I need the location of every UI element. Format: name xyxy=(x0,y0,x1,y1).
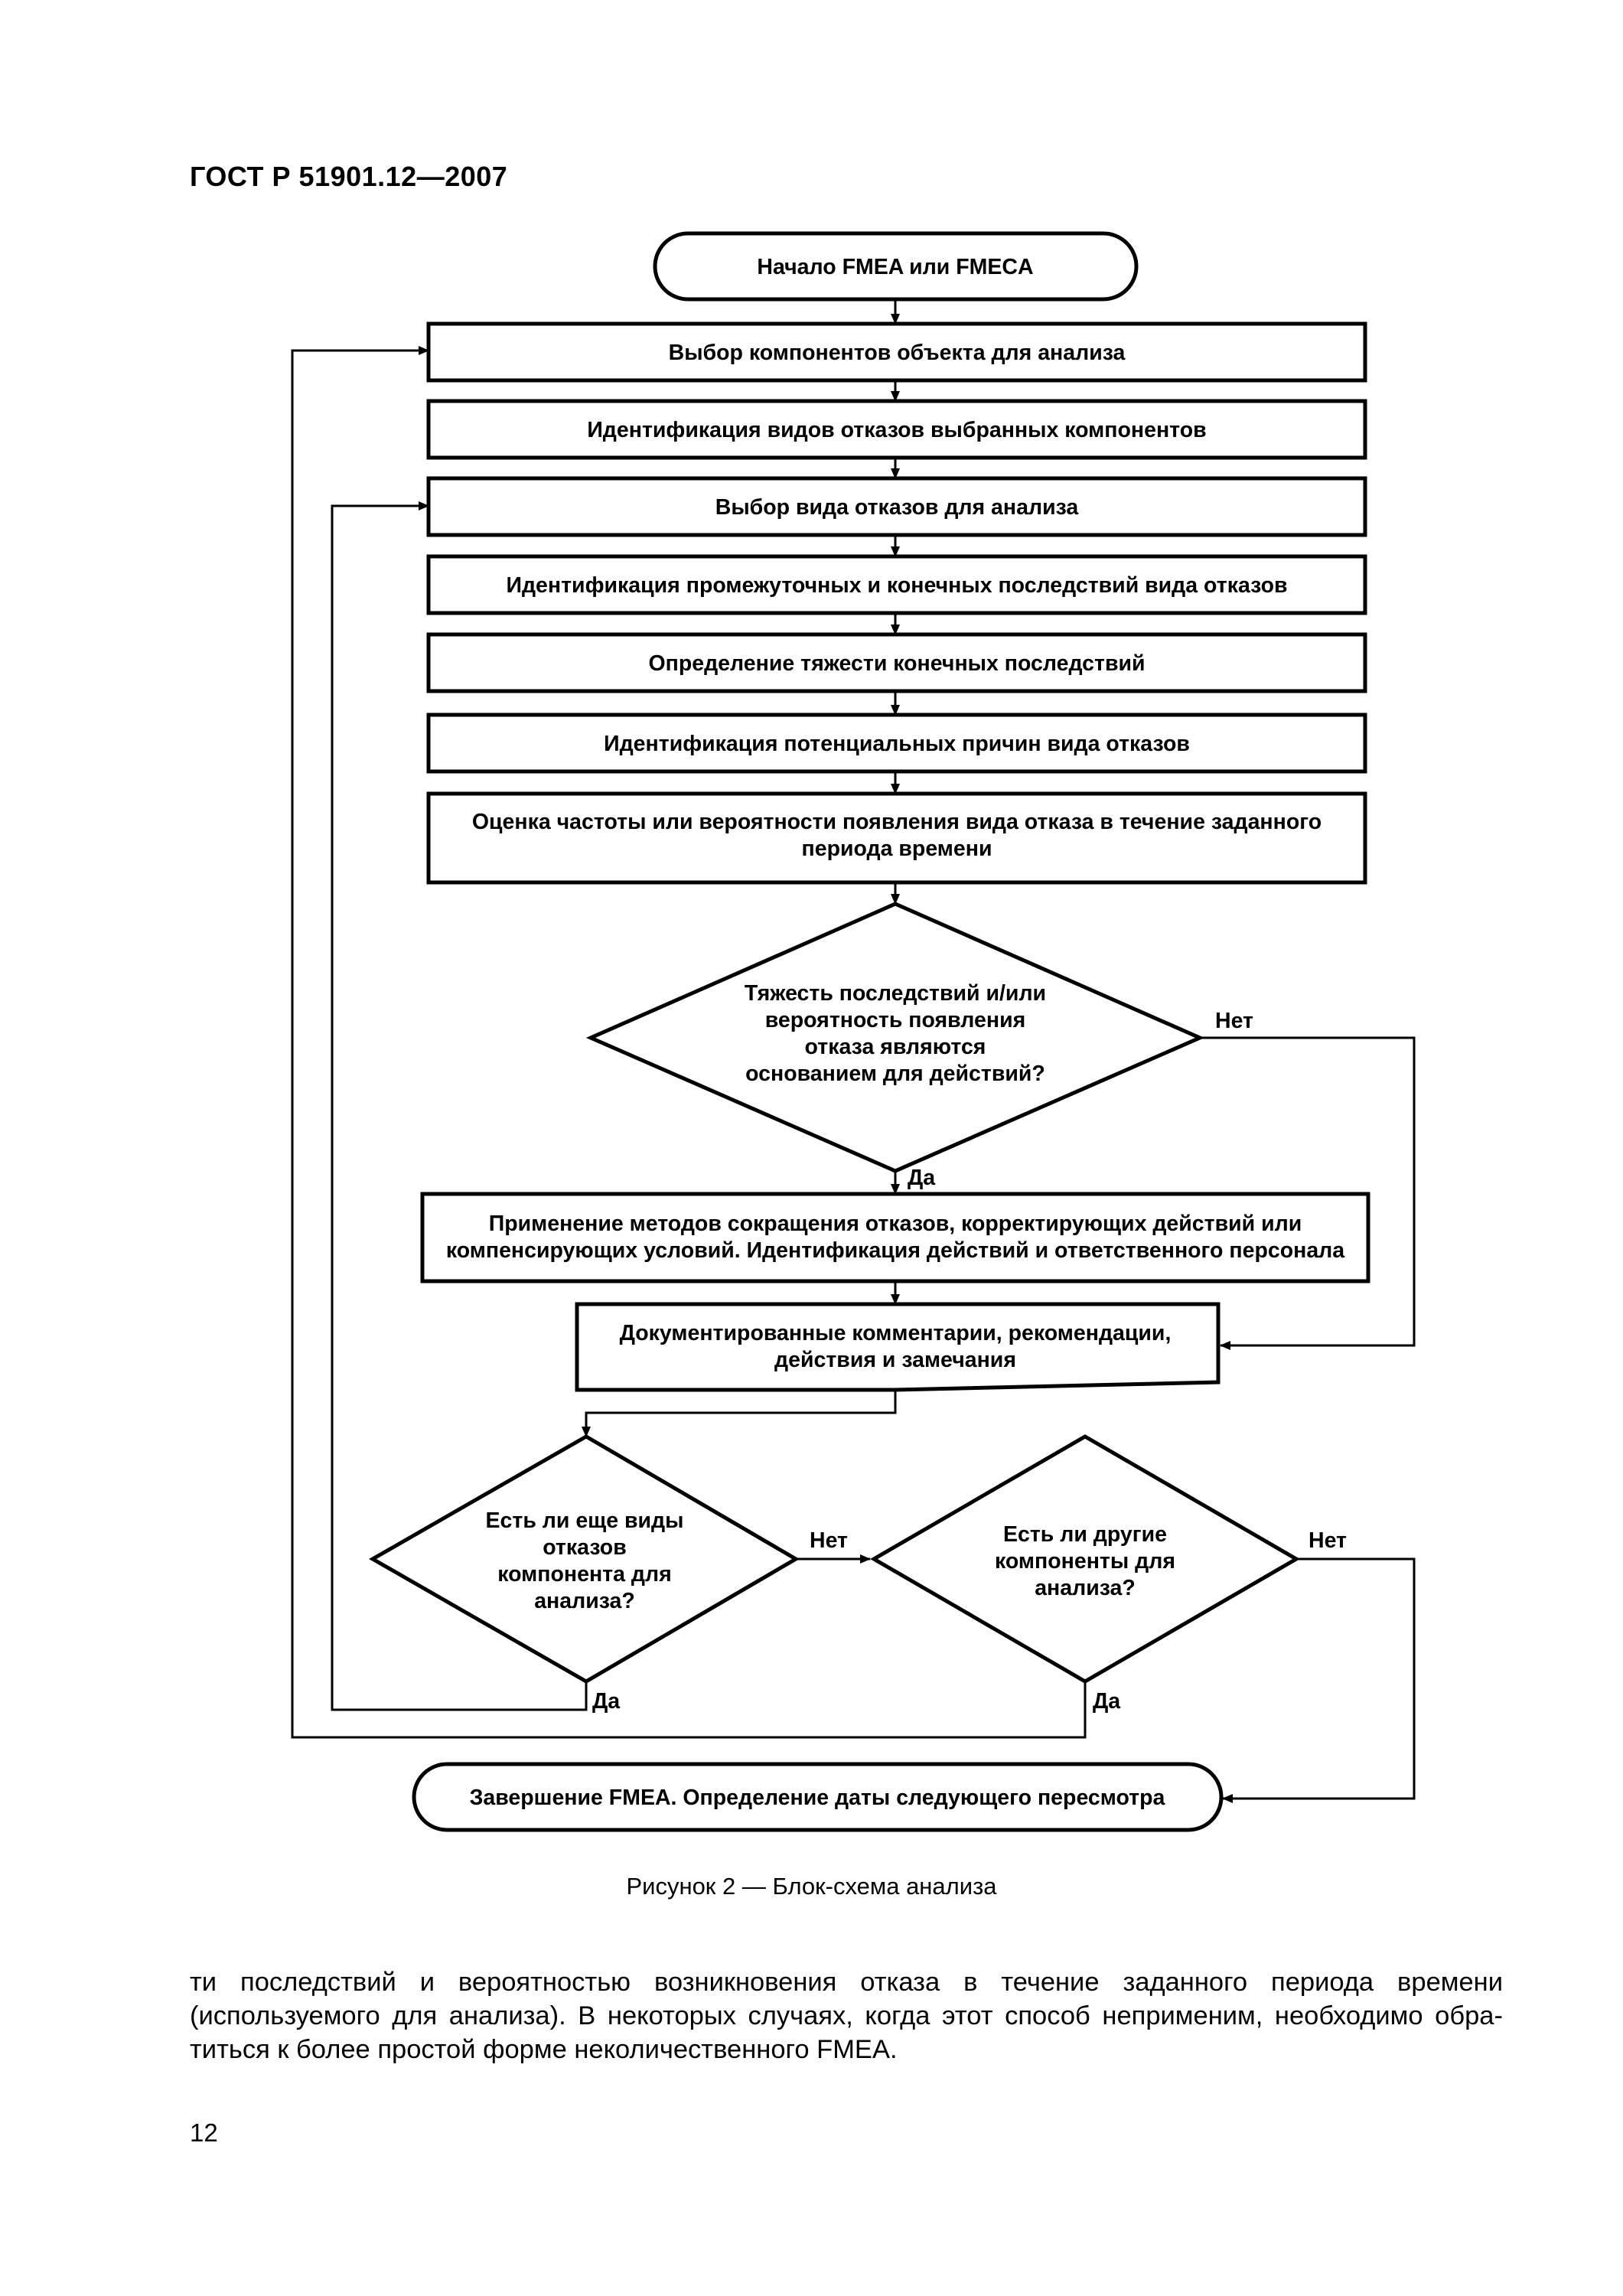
flowchart: Начало FMEA или FMECA Выбор компонентов … xyxy=(291,231,1416,1832)
flow-labels: Начало FMEA или FMECA Выбор компонентов … xyxy=(446,255,1345,1810)
decision-more-modes-text: Есть ли еще виды xyxy=(486,1508,684,1533)
no-label-other-components: Нет xyxy=(1309,1528,1347,1553)
flow-connectors xyxy=(291,299,1416,1803)
flow-shapes xyxy=(368,231,1370,1832)
step-select-components xyxy=(426,321,1367,383)
body-line: ти последствий и вероятностью возникнове… xyxy=(190,1968,1503,1997)
body-line: (используемого для анализа). В некоторых… xyxy=(190,2001,1503,2030)
step-text: Идентификация промежуточных и конечных п… xyxy=(506,573,1287,598)
body-text: ти последствий и вероятностью возникнове… xyxy=(190,1965,1503,2066)
step-documentation xyxy=(575,1302,1221,1392)
start-terminal xyxy=(653,231,1139,302)
figure-caption: Рисунок 2 — Блок-схема анализа xyxy=(626,1873,997,1900)
no-label-more-modes: Нет xyxy=(810,1528,848,1553)
step-identify-causes xyxy=(426,713,1367,774)
documentation-text: Документированные комментарии, рекоменда… xyxy=(620,1321,1172,1345)
step-text: Идентификация потенциальных причин вида … xyxy=(604,732,1190,756)
yes-label-more-modes: Да xyxy=(592,1689,621,1714)
step-assess-frequency xyxy=(426,791,1367,885)
step-determine-severity xyxy=(426,632,1367,693)
page-number: 12 xyxy=(190,2118,218,2147)
decision-action-text: основанием для действий? xyxy=(745,1062,1045,1086)
standard-header: ГОСТ Р 51901.12—2007 xyxy=(190,161,508,192)
end-terminal xyxy=(412,1762,1224,1832)
step-text: Определение тяжести конечных последствий xyxy=(648,651,1145,676)
mitigation-text: компенсирующих условий. Идентификация де… xyxy=(446,1238,1345,1263)
step-select-failure-mode xyxy=(426,476,1367,537)
no-label-action: Нет xyxy=(1215,1009,1253,1033)
step-text: Идентификация видов отказов выбранных ко… xyxy=(587,418,1206,442)
start-text: Начало FMEA или FMECA xyxy=(757,255,1033,279)
branch-labels: Нет Да Нет Да Нет Да xyxy=(592,1009,1347,1714)
decision-other-components-text: анализа? xyxy=(1035,1576,1136,1600)
step-text: Выбор вида отказов для анализа xyxy=(715,495,1080,520)
decision-other-components-text: компоненты для xyxy=(995,1549,1175,1574)
decision-action-text: Тяжесть последствий и/или xyxy=(745,981,1046,1006)
decision-more-failure-modes xyxy=(368,1434,800,1684)
step-identify-effects xyxy=(426,554,1367,615)
documentation-text: действия и замечания xyxy=(774,1348,1016,1372)
step-text: Выбор компонентов объекта для анализа xyxy=(669,341,1126,365)
decision-other-components-text: Есть ли другие xyxy=(1003,1522,1167,1547)
step-identify-failure-modes xyxy=(426,399,1367,460)
yes-label-action: Да xyxy=(908,1166,936,1190)
yes-label-other-components: Да xyxy=(1093,1689,1121,1714)
body-line: титься к более простой форме неколичеств… xyxy=(190,2035,898,2064)
decision-more-modes-text: анализа? xyxy=(534,1589,635,1613)
assessment-text: периода времени xyxy=(802,837,992,861)
mitigation-text: Применение методов сокращения отказов, к… xyxy=(489,1212,1302,1236)
decision-action-text: вероятность появления xyxy=(765,1008,1025,1032)
step-mitigation xyxy=(420,1192,1370,1283)
end-text: Завершение FMEA. Определение даты следую… xyxy=(470,1786,1166,1810)
decision-action-required xyxy=(585,902,1205,1173)
decision-other-components xyxy=(870,1434,1300,1684)
decision-action-text: отказа являются xyxy=(805,1035,986,1059)
assessment-text: Оценка частоты или вероятности появления… xyxy=(472,810,1322,834)
decision-more-modes-text: отказов xyxy=(543,1535,627,1560)
decision-more-modes-text: компонента для xyxy=(497,1562,671,1587)
